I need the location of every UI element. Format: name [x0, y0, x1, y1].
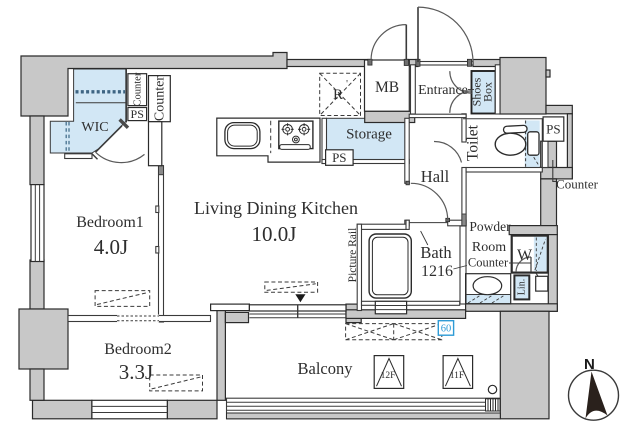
svg-text:MB: MB: [375, 79, 399, 96]
svg-text:Counter: Counter: [133, 72, 144, 106]
svg-text:1216: 1216: [421, 263, 453, 280]
svg-text:Entrance: Entrance: [418, 83, 468, 98]
svg-text:60: 60: [441, 324, 452, 335]
svg-text:12F: 12F: [381, 371, 396, 381]
svg-text:Hall: Hall: [421, 167, 450, 186]
svg-text:3.3J: 3.3J: [119, 360, 153, 384]
svg-text:PS: PS: [546, 122, 560, 137]
svg-text:R: R: [333, 87, 343, 103]
svg-text:Counter: Counter: [556, 177, 599, 192]
svg-text:Storage: Storage: [346, 127, 392, 143]
svg-text:11F: 11F: [450, 371, 464, 381]
svg-text:Counter: Counter: [468, 256, 509, 270]
svg-text:PS: PS: [332, 150, 346, 165]
svg-text:4.0J: 4.0J: [94, 235, 128, 259]
svg-text:': ': [346, 79, 348, 90]
svg-text:Toilet: Toilet: [465, 124, 482, 161]
svg-text:Powder: Powder: [469, 219, 511, 234]
svg-text:Box: Box: [481, 82, 495, 102]
svg-text:Living Dining Kitchen: Living Dining Kitchen: [194, 198, 358, 218]
svg-text:Bath: Bath: [420, 243, 452, 262]
svg-text:PS: PS: [131, 107, 144, 121]
svg-text:Bedroom2: Bedroom2: [104, 341, 172, 358]
svg-text:Room: Room: [472, 240, 506, 255]
svg-text:Counter: Counter: [153, 76, 168, 121]
svg-text:WIC: WIC: [81, 120, 108, 135]
svg-text:Lin.: Lin.: [517, 279, 528, 295]
svg-text:Bedroom1: Bedroom1: [76, 214, 144, 231]
svg-text:Picture Rail: Picture Rail: [347, 228, 359, 283]
svg-text:N: N: [584, 356, 595, 373]
svg-text:W: W: [517, 247, 533, 264]
svg-text:Balcony: Balcony: [298, 359, 354, 378]
svg-text:10.0J: 10.0J: [252, 222, 297, 246]
svg-text:Shoes: Shoes: [470, 77, 484, 106]
